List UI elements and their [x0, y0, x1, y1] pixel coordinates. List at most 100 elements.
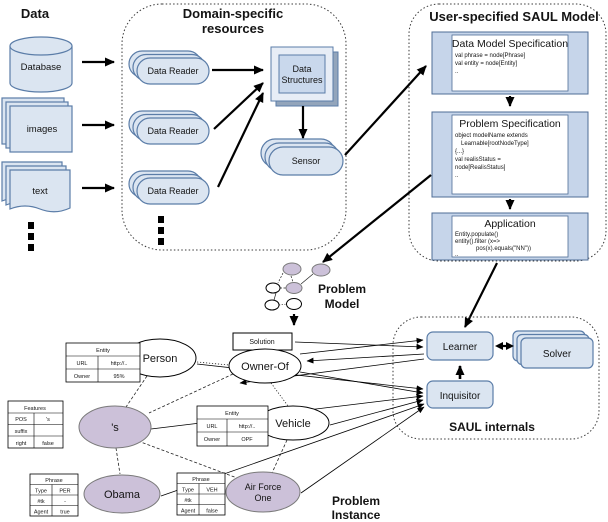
table-cell: 's [46, 417, 50, 423]
data-reader-stack-3: Data Reader [128, 170, 210, 205]
pm-node-empty [264, 299, 280, 311]
table-cell: POS [15, 417, 27, 423]
arrow-ownerof-to-learner [299, 337, 424, 355]
table-cell: Owner [204, 437, 220, 443]
code-line: .. [455, 69, 459, 75]
saul-internals-border [392, 316, 600, 440]
vehicle-label: Vehicle [275, 418, 310, 430]
airforceone-label-line1: Air Force [245, 482, 282, 492]
edge-vehicle-airforceone [271, 439, 288, 474]
problem-instance-label-line2: Instance [332, 508, 381, 522]
code-line: val phrase = node[Phrase] [455, 53, 526, 59]
ellipsis-dot [28, 222, 34, 229]
node-obama: Obama [83, 474, 161, 514]
problem-spec-box: Problem Specification object modelName e… [431, 111, 589, 198]
reader1-front [136, 57, 210, 85]
code-line: val realisStatus = [455, 157, 501, 163]
table-cell: true [60, 510, 69, 516]
code-line: .. [455, 173, 459, 179]
saul-model-title: User-specified SAUL Model [429, 9, 599, 24]
solver-front [520, 337, 594, 369]
table-cell: right [16, 441, 27, 447]
images-page-front [9, 105, 73, 153]
solution-label: Solution [249, 339, 274, 346]
text-doc-front [9, 169, 71, 213]
arrow-saulmodel-to-problemmodel [322, 174, 432, 263]
solution-box: Solution [232, 332, 293, 351]
arrow-vehicle-to-inquisitor [329, 398, 424, 426]
edge-ownerof-vehicle [270, 382, 289, 407]
saul-internals-panel: Learner Solver Inquisitor SAUL internals [392, 316, 600, 440]
inquisitor-label: Inquisitor [440, 391, 481, 402]
arrow-ownerof-to-inquisitor [299, 371, 424, 395]
data-section-title: Data [21, 6, 50, 21]
sensor-front [268, 146, 344, 176]
data-structures-inner [278, 54, 326, 94]
table-header: Entity [96, 348, 110, 354]
obama-ellipse [83, 474, 161, 514]
problem-instance-section: Person Owner-Of Vehicle 's Obama Air For… [7, 337, 425, 522]
attribute-table-features-possessive: Features POS 's suffix right false [7, 400, 64, 449]
sensor-label: Sensor [292, 156, 321, 166]
code-line: val entity = node[Entity] [455, 61, 518, 67]
data-structures-label-line1: Data [292, 64, 311, 74]
table-cell: Type [182, 488, 194, 494]
code-line: Entity.populate() [455, 232, 498, 238]
pm-edge [300, 273, 314, 285]
solver-label: Solver [543, 349, 572, 360]
ellipsis-dot [28, 233, 34, 240]
table-cell: false [206, 509, 218, 515]
table-header: Phrase [192, 477, 209, 483]
table-cell: suffix [15, 429, 28, 435]
node-possessive: 's [78, 405, 152, 449]
ellipsis-dot [158, 227, 164, 234]
pm-node-filled [282, 262, 302, 276]
inquisitor-rect [426, 380, 494, 409]
solver-stack: Solver [512, 330, 594, 369]
table-cell: Type [35, 489, 47, 495]
attribute-table-entity-vehicle: Entity URL http://.. Owner OPF [196, 405, 269, 447]
data-reader-stack-2: Data Reader [128, 110, 210, 145]
table-cell: URL [206, 424, 217, 430]
edge-possessive-airforceone [137, 440, 238, 479]
learner-rect [426, 331, 494, 361]
table-cell: 95% [113, 374, 124, 380]
obama-label: Obama [104, 489, 141, 501]
text-label: text [32, 186, 48, 197]
table-header: Phrase [45, 478, 62, 484]
possessive-label: 's [111, 422, 119, 434]
table-frame [196, 405, 269, 447]
application-title: Application [484, 218, 536, 230]
data-reader-3-label: Data Reader [147, 186, 198, 196]
ellipsis-dot [28, 244, 34, 251]
table-header: Features [24, 406, 46, 412]
table-cell: #tk [37, 499, 45, 505]
arrow-learner-solver-bidirectional [495, 342, 514, 350]
data-reader-stack-1: Data Reader [128, 50, 210, 85]
arrow-sensor-to-saulmodel [344, 65, 427, 156]
code-line: .. [455, 252, 459, 258]
data-model-spec-body [451, 34, 569, 92]
images-label: images [27, 124, 58, 135]
table-cell: Agent [181, 509, 196, 515]
code-line: pos(x).equals("NN")) [476, 246, 531, 252]
ellipsis-dot [158, 216, 164, 223]
data-reader-2-label: Data Reader [147, 126, 198, 136]
table-cell: http://.. [111, 361, 128, 367]
table-cell: Owner [74, 374, 90, 380]
code-line: entity().filter (x=> [455, 239, 501, 245]
edge-possessive-obama [115, 447, 121, 475]
table-cell: http://.. [239, 424, 256, 430]
inquisitor-box: Inquisitor [426, 380, 494, 409]
arrowhead-left [495, 342, 503, 350]
text-docs-icon: text [1, 161, 71, 213]
images-stack-icon: images [1, 97, 73, 153]
problem-model-graph: Problem Model [264, 262, 366, 326]
pm-edge [273, 292, 277, 301]
problem-model-label-line1: Problem [318, 282, 366, 296]
pm-node-empty [265, 282, 281, 294]
pm-node-empty [286, 298, 302, 310]
code-line: node[RealisStatus] [455, 165, 506, 171]
arrow-airforceone-to-inquisitor [300, 406, 425, 494]
arrow-solution-to-learner [294, 341, 424, 350]
